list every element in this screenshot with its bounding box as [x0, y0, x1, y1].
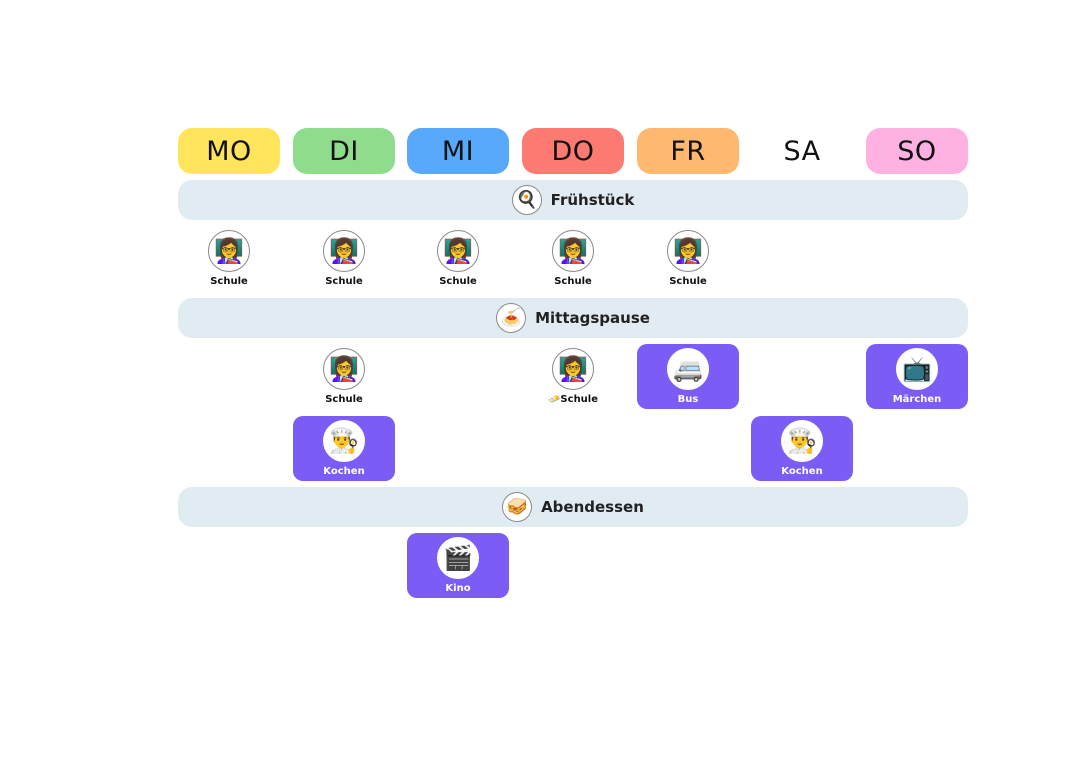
day-header-so[interactable]: SO	[866, 128, 968, 174]
activity-label: Schule	[325, 276, 363, 287]
activity-card-bus[interactable]: 🚐 Bus	[637, 344, 739, 409]
weekly-planner: MO DI MI DO FR SA SO 🍳 Frühstück 🍝 Mitta…	[178, 128, 968, 600]
teacher-icon: 👩‍🏫	[667, 230, 709, 272]
section-bar-abendessen[interactable]: 🥪 Abendessen	[178, 487, 968, 527]
day-header-do[interactable]: DO	[522, 128, 624, 174]
activity-label: Schule	[554, 276, 592, 287]
activity-label: Kino	[445, 583, 471, 594]
cook-icon: 👨‍🍳	[781, 420, 823, 462]
teacher-icon: 👩‍🏫	[208, 230, 250, 272]
day-header-mi[interactable]: MI	[407, 128, 509, 174]
sandwich-icon: 🥪	[502, 492, 533, 522]
television-icon: 📺	[896, 348, 938, 390]
section-bar-mittagspause[interactable]: 🍝 Mittagspause	[178, 298, 968, 338]
teacher-icon: 👩‍🏫	[552, 230, 594, 272]
section-bar-fruehstueck[interactable]: 🍳 Frühstück	[178, 180, 968, 220]
minibus-icon: 🚐	[667, 348, 709, 390]
spaghetti-icon: 🍝	[496, 303, 527, 333]
teacher-icon: 👩‍🏫	[323, 230, 365, 272]
day-header-mo[interactable]: MO	[178, 128, 280, 174]
clapper-board-icon: 🎬	[437, 537, 479, 579]
activity-label: Kochen	[781, 466, 823, 477]
section-label: Mittagspause	[535, 309, 650, 327]
day-header-sa[interactable]: SA	[751, 128, 853, 174]
activity-label: Schule	[325, 394, 363, 405]
activity-card-kino[interactable]: 🎬 Kino	[407, 533, 509, 598]
cook-icon: 👨‍🍳	[323, 420, 365, 462]
section-label: Frühstück	[550, 191, 635, 209]
activity-label: Bus	[677, 394, 699, 405]
activity-card[interactable]: 👩‍🏫 Schule	[407, 226, 509, 291]
activity-label: 🧈Schule	[547, 394, 599, 405]
activity-card-maerchen[interactable]: 📺 Märchen	[866, 344, 968, 409]
activity-card[interactable]: 👩‍🏫 Schule	[293, 344, 395, 409]
activity-card-kochen[interactable]: 👨‍🍳 Kochen	[293, 416, 395, 481]
activity-label: Schule	[439, 276, 477, 287]
section-label: Abendessen	[541, 498, 644, 516]
frying-pan-icon: 🍳	[511, 185, 542, 215]
teacher-icon: 👩‍🏫	[323, 348, 365, 390]
activity-card[interactable]: 👩‍🏫 🧈Schule	[522, 344, 624, 409]
activity-card-kochen[interactable]: 👨‍🍳 Kochen	[751, 416, 853, 481]
activity-label: Kochen	[323, 466, 365, 477]
teacher-icon: 👩‍🏫	[552, 348, 594, 390]
activity-label: Märchen	[892, 394, 942, 405]
activity-label: Schule	[669, 276, 707, 287]
activity-card[interactable]: 👩‍🏫 Schule	[293, 226, 395, 291]
activity-card[interactable]: 👩‍🏫 Schule	[178, 226, 280, 291]
teacher-icon: 👩‍🏫	[437, 230, 479, 272]
activity-card[interactable]: 👩‍🏫 Schule	[522, 226, 624, 291]
activity-label: Schule	[210, 276, 248, 287]
activity-card[interactable]: 👩‍🏫 Schule	[637, 226, 739, 291]
day-header-fr[interactable]: FR	[637, 128, 739, 174]
day-header-di[interactable]: DI	[293, 128, 395, 174]
